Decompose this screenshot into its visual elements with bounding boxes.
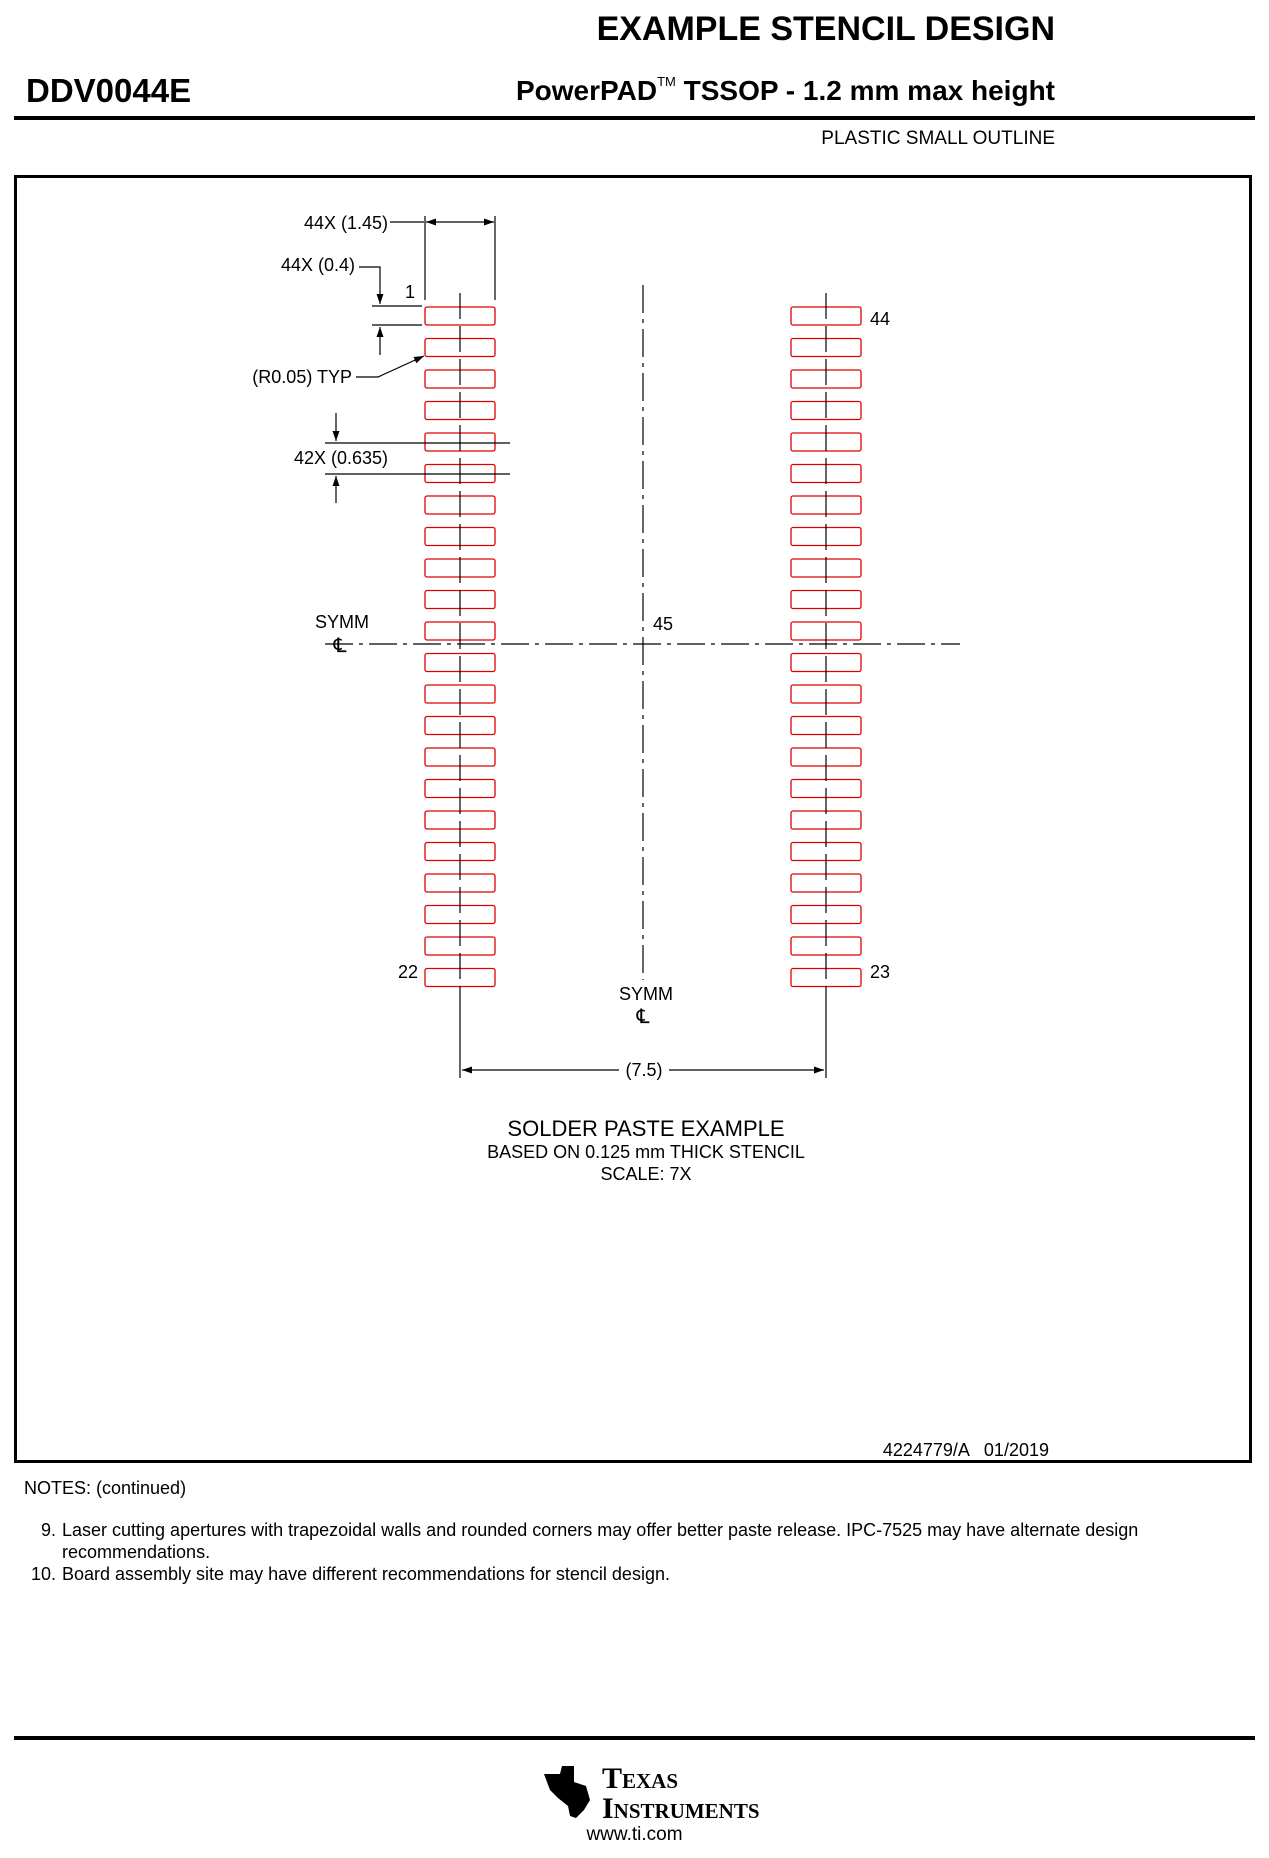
texas-state-icon [544, 1766, 590, 1818]
caption-scale: SCALE: 7X [600, 1164, 691, 1184]
note-text: Laser cutting apertures with trapezoidal… [62, 1520, 1139, 1562]
notes-heading: NOTES: (continued) [24, 1478, 187, 1498]
page-title: EXAMPLE STENCIL DESIGN [596, 10, 1055, 48]
symm-left-centerline-symbol: ℄ [333, 635, 347, 657]
pad-width-label: 44X (0.4) [281, 255, 355, 275]
ti-logo: Texas Instruments [544, 1762, 760, 1822]
drawing-frame [14, 175, 1252, 1463]
note-text: Board assembly site may have different r… [62, 1564, 670, 1584]
footer-divider [14, 1736, 1255, 1740]
pad-length-label: 44X (1.45) [304, 213, 388, 233]
note-item: 9. Laser cutting apertures with trapezoi… [24, 1519, 1234, 1563]
part-number: DDV0044E [26, 72, 192, 109]
note-item: 10. Board assembly site may have differe… [24, 1563, 1234, 1585]
pin-44-label: 44 [870, 309, 890, 329]
pin-23-label: 23 [870, 962, 890, 982]
pitch-label: 42X (0.635) [294, 448, 388, 468]
trademark-mark: TM [657, 73, 676, 89]
symm-bottom-centerline-symbol: ℄ [636, 1006, 650, 1028]
header-divider [14, 116, 1255, 120]
caption-title: SOLDER PASTE EXAMPLE [507, 1116, 784, 1141]
pin-1-label: 1 [405, 282, 415, 302]
note-number: 9. [40, 1520, 56, 1540]
symm-bottom-label: SYMM [619, 984, 673, 1004]
drawing-number: 4224779/A 01/2019 [882, 1440, 1049, 1460]
package-type: PLASTIC SMALL OUTLINE [821, 128, 1055, 149]
logo-word-texas: Texas [602, 1762, 678, 1795]
package-description: TSSOP - 1.2 mm max height [675, 75, 1055, 106]
footer-url[interactable]: www.ti.com [586, 1824, 683, 1845]
row-span-label: (7.5) [625, 1060, 662, 1080]
notes-section: NOTES: (continued) 9. Laser cutting aper… [24, 1477, 1234, 1585]
note-number: 10. [30, 1564, 56, 1584]
pin-22-label: 22 [398, 962, 418, 982]
symm-left-label: SYMM [315, 612, 369, 632]
pad-width-leader [359, 266, 384, 304]
thermal-pad-label: 45 [653, 614, 673, 634]
corner-radius-leader [356, 355, 425, 378]
package-name: PowerPAD [515, 75, 658, 106]
caption-stencil-thickness: BASED ON 0.125 mm THICK STENCIL [487, 1142, 805, 1162]
package-title: PowerPADTM TSSOP - 1.2 mm max height [515, 73, 1055, 107]
corner-radius-label: (R0.05) TYP [252, 367, 352, 387]
logo-word-instruments: Instruments [602, 1792, 760, 1822]
